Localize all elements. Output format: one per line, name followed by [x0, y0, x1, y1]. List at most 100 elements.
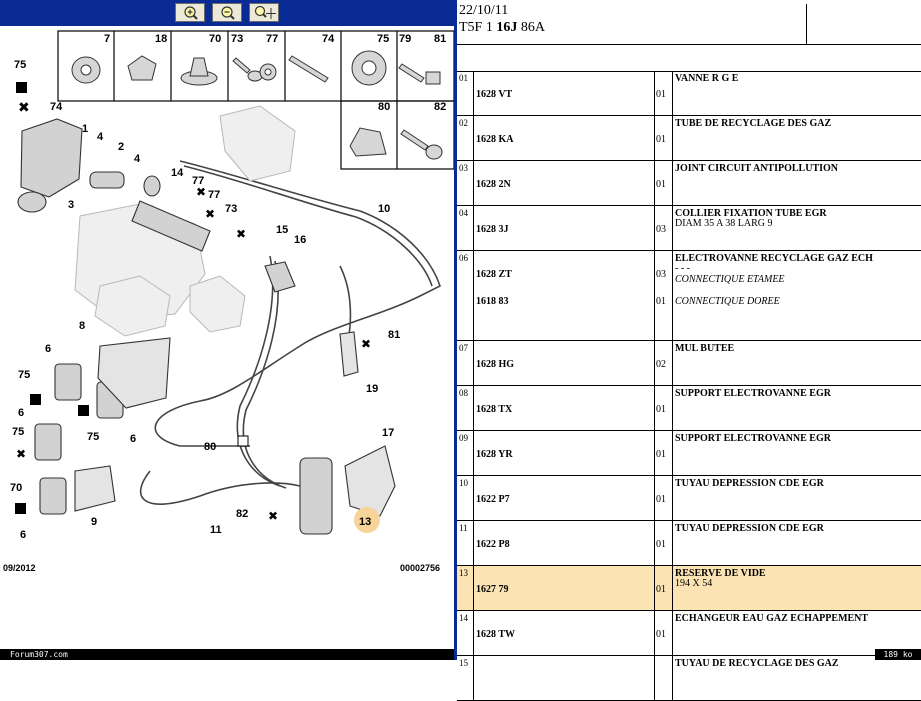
component-drawings [17, 118, 396, 535]
callout-77-a: 77 [192, 175, 204, 187]
bracket-8 [97, 337, 171, 409]
item-number: 09 [457, 431, 474, 475]
header-num-75: 75 [377, 33, 389, 45]
item-number: 01 [457, 71, 474, 115]
svg-text:✖: ✖ [236, 227, 246, 241]
svg-text:✖: ✖ [18, 100, 30, 116]
solenoid-valve-1 [54, 363, 82, 401]
description-cell: SUPPORT ELECTROVANNE EGR [672, 386, 921, 430]
header-num-77: 77 [266, 33, 278, 45]
egr-tube [89, 171, 125, 189]
part-detail: 194 X 54 [675, 578, 713, 589]
part-reference[interactable]: 1628 3J [476, 224, 509, 235]
zoom-in-button[interactable] [175, 3, 205, 22]
callout-10: 10 [378, 203, 390, 215]
svg-text:✖: ✖ [196, 185, 206, 199]
description-cell: JOINT CIRCUIT ANTIPOLLUTION [672, 161, 921, 205]
part-reference[interactable]: 1628 2N [476, 179, 511, 190]
callout-81: 81 [388, 329, 400, 341]
part-reference-cell: 1622 P7 [474, 476, 655, 520]
callout-73: 73 [225, 203, 237, 215]
file-size-badge: 189 ko [875, 649, 921, 660]
header-num-82: 82 [434, 101, 446, 113]
parts-header-grid [57, 30, 454, 170]
quantity: 01 [656, 404, 666, 415]
part-reference[interactable]: 1628 ZT [476, 269, 512, 280]
callout-75-d: 75 [12, 426, 24, 438]
callout-16: 16 [294, 234, 306, 246]
header-num-18: 18 [155, 33, 167, 45]
part-reference[interactable]: 1627 79 [476, 584, 509, 595]
callout-6-d: 6 [20, 529, 26, 541]
part-reference-cell: 1628 KA [474, 116, 655, 160]
callout-8: 8 [79, 320, 85, 332]
quantity: 01 [656, 449, 666, 460]
part-description: SUPPORT ELECTROVANNE EGR [675, 433, 831, 444]
hose-lines [139, 160, 441, 505]
part-reference[interactable]: 1628 TX [476, 404, 513, 415]
part-reference[interactable]: 1628 YR [476, 449, 513, 460]
item-number: 07 [457, 341, 474, 385]
bracket-19 [339, 331, 359, 377]
egr-valve [20, 118, 83, 198]
part-reference[interactable]: 1622 P8 [476, 539, 510, 550]
forum-label: Forum307.com [10, 650, 68, 659]
part-reference-cell [474, 656, 655, 700]
part-reference[interactable]: 1628 VT [476, 89, 513, 100]
left-status-bar: Forum307.com [0, 649, 454, 660]
zoom-out-button[interactable] [212, 3, 242, 22]
vacuum-reservoir [299, 457, 333, 535]
description-cell: SUPPORT ELECTROVANNE EGR [672, 431, 921, 475]
callout-75-c: 75 [87, 431, 99, 443]
quantity: 01 [656, 629, 666, 640]
description-cell: TUBE DE RECYCLAGE DES GAZ [672, 116, 921, 160]
part-reference[interactable]: 1618 83 [476, 296, 509, 307]
callout-17: 17 [382, 427, 394, 439]
header-num-74: 74 [322, 33, 335, 45]
header-spacer-row [457, 44, 921, 72]
quantity-cell: 02 [655, 341, 672, 385]
part-description: RESERVE DE VIDE [675, 568, 766, 579]
solenoid-valve-3 [34, 423, 62, 461]
selected-part-highlight [354, 507, 380, 533]
part-reference-cell: 1628 ZT 1618 83 [474, 251, 655, 340]
callout-15: 15 [276, 224, 288, 236]
item-number: 15 [457, 656, 474, 700]
svg-text:✖: ✖ [361, 337, 371, 351]
quantity: 03 [656, 269, 666, 280]
panel-divider[interactable] [454, 0, 457, 660]
part-reference[interactable]: 1622 P7 [476, 494, 510, 505]
callout-80: 80 [204, 441, 216, 453]
part-reference[interactable]: 1628 TW [476, 629, 515, 640]
part-reference[interactable]: 1628 KA [476, 134, 514, 145]
header-part-drawings [71, 50, 443, 160]
quantity-cell: 01 [655, 71, 672, 115]
zoom-move-button[interactable] [249, 3, 279, 22]
item-number: 10 [457, 476, 474, 520]
diagram-code: 00002756 [400, 563, 440, 573]
callout-77-b: 77 [208, 189, 220, 201]
item-number: 06 [457, 251, 474, 340]
part-description: TUYAU DEPRESSION CDE EGR [675, 478, 824, 489]
catalog-header: 22/10/11 T5F 1 16J 86A [457, 0, 921, 45]
callout-6-a: 6 [45, 343, 51, 355]
quantity: 01 [656, 539, 666, 550]
part-reference[interactable]: 1628 HG [476, 359, 515, 370]
item-number: 08 [457, 386, 474, 430]
part-description: COLLIER FIXATION TUBE EGR [675, 208, 827, 219]
